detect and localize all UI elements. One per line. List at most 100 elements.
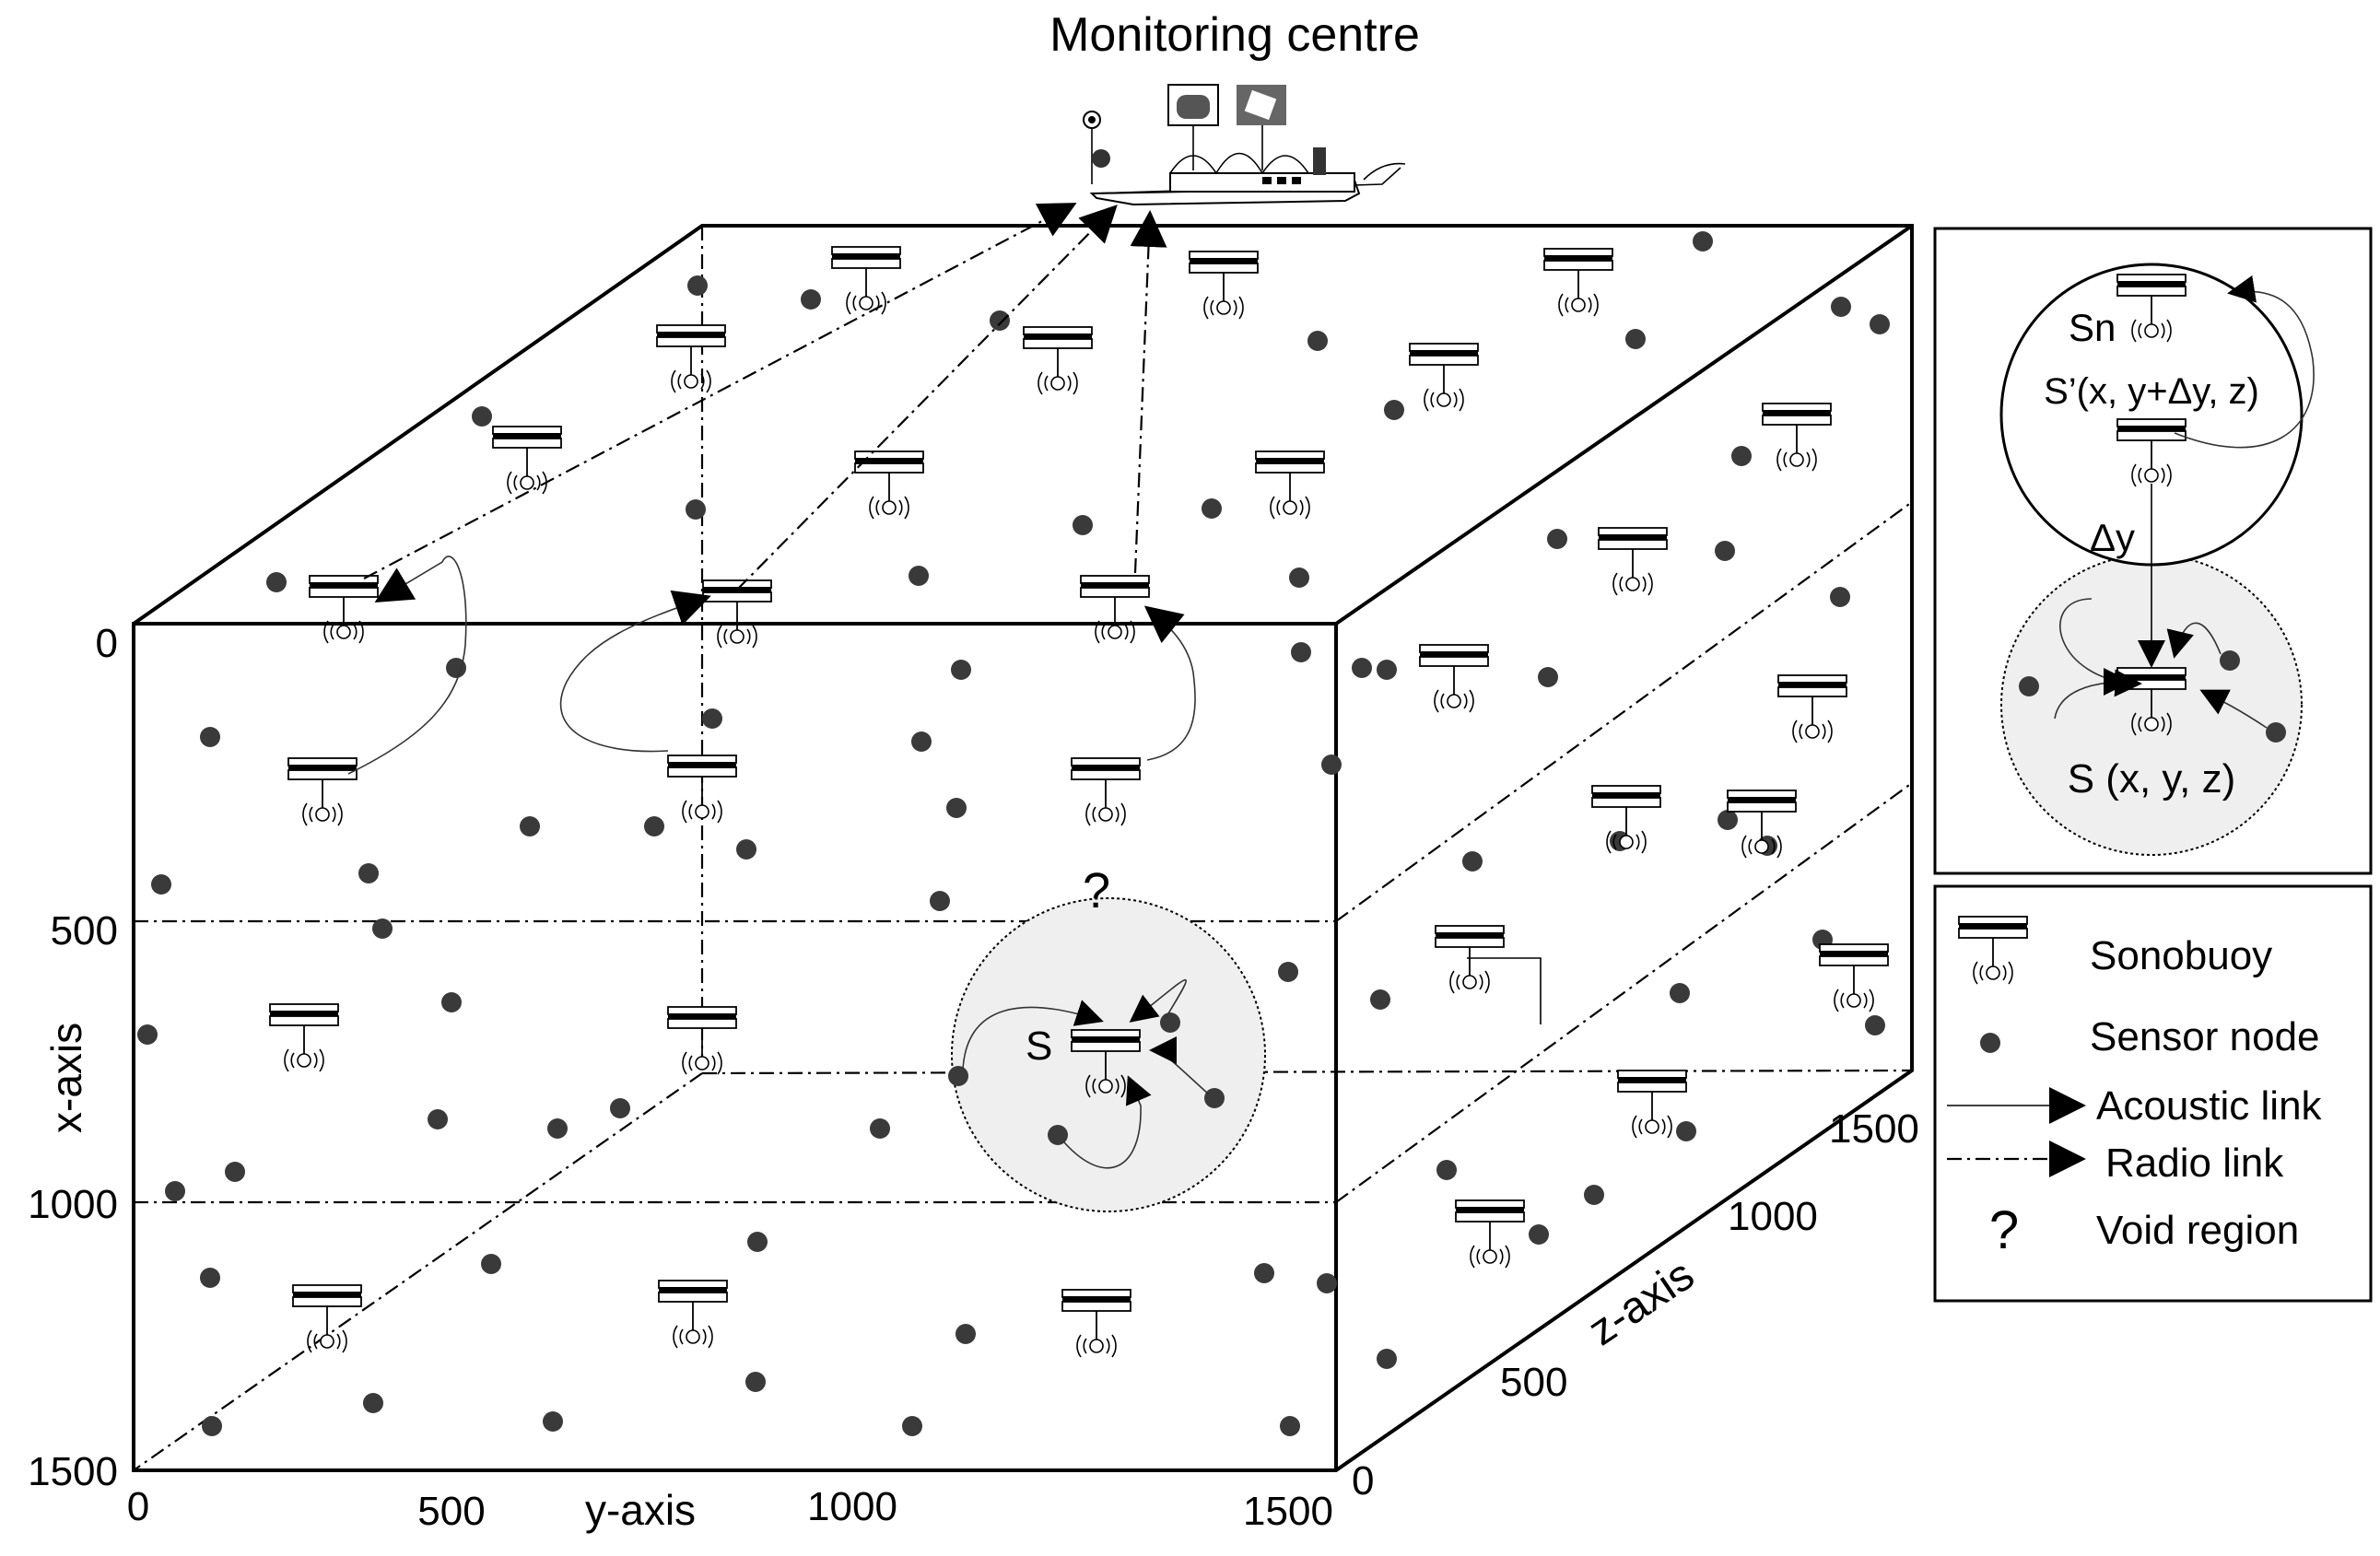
sensor-node xyxy=(1384,400,1404,420)
legend-item-acoustic-link: Acoustic link xyxy=(1947,1083,2323,1129)
sensor-node xyxy=(1291,642,1311,662)
y-tick-1500: 1500 xyxy=(1243,1489,1333,1534)
sensor-node xyxy=(747,1232,768,1252)
z-tick-1500: 1500 xyxy=(1829,1106,1919,1152)
sensor-node xyxy=(1529,1224,1549,1245)
sensor-node xyxy=(520,816,540,836)
sensor-node xyxy=(1547,529,1567,549)
sensor-node xyxy=(446,658,466,678)
sonobuoy xyxy=(1080,575,1150,644)
sonobuoy xyxy=(702,579,772,649)
sonobuoy xyxy=(269,1003,339,1072)
sensor-node xyxy=(1831,297,1851,317)
sensor-node xyxy=(1462,851,1483,872)
x-tick-1000: 1000 xyxy=(28,1182,118,1227)
legend-label-radio-link: Radio link xyxy=(2105,1141,2284,1186)
sensor-node xyxy=(1321,755,1342,775)
inset-shifted-label: S’(x, y+Δy, z) xyxy=(2044,371,2259,412)
sensor-node xyxy=(946,798,967,818)
legend-item-sonobuoy: Sonobuoy xyxy=(1958,916,2272,985)
sensor-node xyxy=(481,1254,501,1274)
void-region-icon: ? xyxy=(1989,1200,2019,1260)
sonobuoy xyxy=(1455,1199,1525,1269)
legend-item-radio-link: Radio link xyxy=(1947,1141,2284,1186)
sensor-node xyxy=(1073,515,1093,535)
sonobuoy xyxy=(1617,1070,1687,1139)
sonobuoy xyxy=(667,755,737,824)
sensor-node xyxy=(1289,567,1309,588)
sensor-node xyxy=(1377,660,1397,680)
sensor-node xyxy=(441,992,462,1012)
sensor-node xyxy=(644,816,664,836)
sensor-node xyxy=(1202,498,1222,519)
y-axis-label: y-axis xyxy=(585,1486,696,1534)
sensor-node xyxy=(1317,1273,1337,1293)
sensor-node xyxy=(1625,329,1646,349)
sensor-node xyxy=(736,839,756,860)
sensor-node xyxy=(200,727,220,747)
sonobuoy xyxy=(1189,251,1259,320)
sensor-node xyxy=(225,1162,245,1182)
sensor-node xyxy=(687,275,708,296)
sonobuoy xyxy=(1543,248,1613,317)
sonobuoy xyxy=(667,1006,737,1075)
sensor-node xyxy=(543,1411,563,1432)
sensor-node xyxy=(428,1109,448,1129)
x-tick-500: 500 xyxy=(51,908,118,953)
sensor-node xyxy=(902,1416,922,1436)
sensor-node xyxy=(202,1416,222,1436)
sensor-node xyxy=(801,289,821,310)
sensor-node xyxy=(165,1181,185,1201)
inset-sn-label: Sn xyxy=(2069,306,2116,349)
sensor-node xyxy=(686,499,706,520)
sensor-node xyxy=(1254,1263,1274,1283)
sensor-node xyxy=(1731,446,1752,466)
inset-delta-label: Δy xyxy=(2090,516,2135,559)
sensor-node xyxy=(1280,1416,1300,1436)
sensor-node xyxy=(1715,541,1735,561)
x-tick-1500: 1500 xyxy=(28,1449,118,1494)
inset-panel: Sn S’(x, y+Δy, z) Δy S (x, y, z) xyxy=(1933,227,2373,875)
void-node-label: S xyxy=(1026,1024,1052,1069)
sonobuoy xyxy=(831,246,901,315)
z-tick-1000: 1000 xyxy=(1728,1194,1818,1239)
sensor-node xyxy=(1830,587,1850,607)
legend-label-acoustic-link: Acoustic link xyxy=(2096,1083,2323,1129)
sensor-node xyxy=(990,310,1010,331)
sensor-node xyxy=(911,731,932,752)
sensor-node xyxy=(363,1393,383,1413)
z-axis-ticks: 0 500 1000 1500 xyxy=(1352,1106,1919,1503)
sensor-node xyxy=(1307,331,1328,351)
sensor-node xyxy=(1436,1160,1457,1180)
sonobuoy xyxy=(1762,403,1832,472)
sonobuoy xyxy=(656,324,726,393)
sonobuoy xyxy=(309,575,379,644)
sonobuoy xyxy=(1819,943,1889,1012)
sensor-node xyxy=(1584,1185,1604,1205)
sensor-node xyxy=(372,918,393,939)
x-axis-label: x-axis xyxy=(42,1023,90,1133)
sensor-node xyxy=(358,863,379,883)
z-tick-0: 0 xyxy=(1352,1458,1374,1503)
legend-label-sonobuoy: Sonobuoy xyxy=(2090,933,2272,978)
z-axis-label: z-axis xyxy=(1580,1250,1704,1355)
sensor-node xyxy=(930,891,950,911)
y-tick-1000: 1000 xyxy=(807,1484,897,1529)
sonobuoy xyxy=(1071,757,1141,826)
sensor-node xyxy=(956,1324,976,1344)
sensor-node-icon xyxy=(1980,1033,2000,1053)
legend-label-sensor-node: Sensor node xyxy=(2090,1014,2320,1059)
void-region: ? S xyxy=(948,863,1266,1212)
sensor-node xyxy=(547,1118,568,1139)
legend-item-void-region: ? Void region xyxy=(1989,1200,2299,1260)
y-axis-ticks: 0 500 1000 1500 xyxy=(127,1484,1333,1534)
legend: Sonobuoy Sensor node Acoustic link Radio… xyxy=(1933,884,2373,1303)
sensor-node xyxy=(702,708,722,729)
z-tick-500: 500 xyxy=(1500,1360,1567,1405)
x-axis-ticks: 0 500 1000 1500 xyxy=(28,621,118,1494)
sensor-node xyxy=(1370,989,1390,1010)
legend-label-void-region: Void region xyxy=(2096,1208,2299,1253)
sensor-node xyxy=(1670,983,1690,1003)
sensor-node xyxy=(1718,810,1738,830)
